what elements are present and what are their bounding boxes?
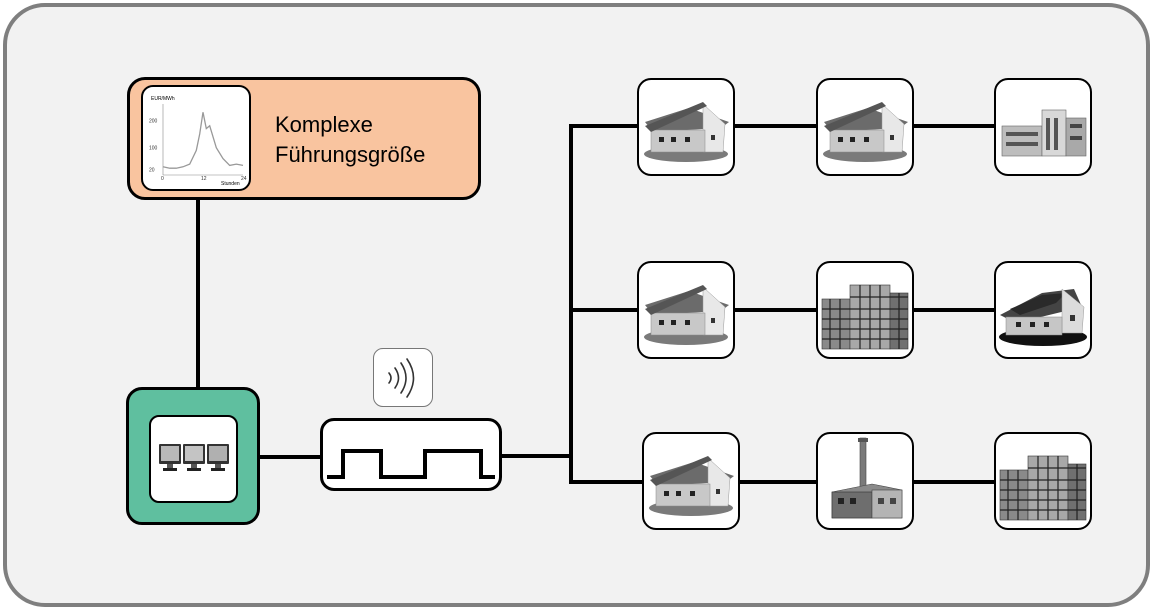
- x-tick-label: 0: [161, 176, 164, 182]
- price-series-line: [162, 112, 244, 169]
- controller-box: [126, 387, 260, 525]
- house-icon: [644, 102, 729, 162]
- chart-ylabel: EUR/MWh: [151, 96, 175, 102]
- y-tick-label: 20: [149, 168, 155, 174]
- y-tick-label: 100: [149, 146, 158, 152]
- factory-icon: [831, 437, 903, 519]
- house-icon: [649, 456, 734, 516]
- solar-house-icon: [999, 288, 1087, 346]
- price-chart: EUR/MWh 200 100 20 0 12 24 Stunden: [141, 85, 251, 191]
- node-solar-house-r2c3: [994, 261, 1092, 359]
- house-icon: [823, 102, 908, 162]
- y-tick-label: 200: [149, 118, 158, 124]
- node-building-r3c3: [994, 432, 1092, 530]
- tall-building-icon: [821, 284, 909, 350]
- reference-label-line2: Führungsgröße: [275, 142, 426, 167]
- chart-xlabel: Stunden: [221, 181, 240, 187]
- house-icon: [644, 285, 729, 345]
- tall-building-icon: [999, 455, 1087, 521]
- node-house-r1c1: [637, 78, 735, 176]
- node-house-r1c2: [816, 78, 914, 176]
- office-building-icon: [1001, 109, 1087, 157]
- reference-label-line1: Komplexe: [275, 112, 373, 137]
- node-house-r3c1: [642, 432, 740, 530]
- node-office-r1c3: [994, 78, 1092, 176]
- node-factory-r3c2: [816, 432, 914, 530]
- node-building-r2c2: [816, 261, 914, 359]
- price-chart-svg: EUR/MWh 200 100 20 0 12 24 Stunden: [149, 96, 247, 187]
- monitors-icon: [149, 415, 238, 503]
- x-tick-label: 12: [201, 176, 207, 182]
- reference-variable-box: EUR/MWh 200 100 20 0 12 24 Stunden Komplexe …: [127, 77, 481, 200]
- square-wave-icon: [327, 449, 495, 479]
- wireless-signal-icon: [373, 348, 433, 407]
- reference-label: Komplexe Führungsgröße: [275, 110, 425, 170]
- node-house-r2c1: [637, 261, 735, 359]
- signal-waveform-box: [320, 418, 502, 491]
- x-tick-label: 24: [241, 176, 247, 182]
